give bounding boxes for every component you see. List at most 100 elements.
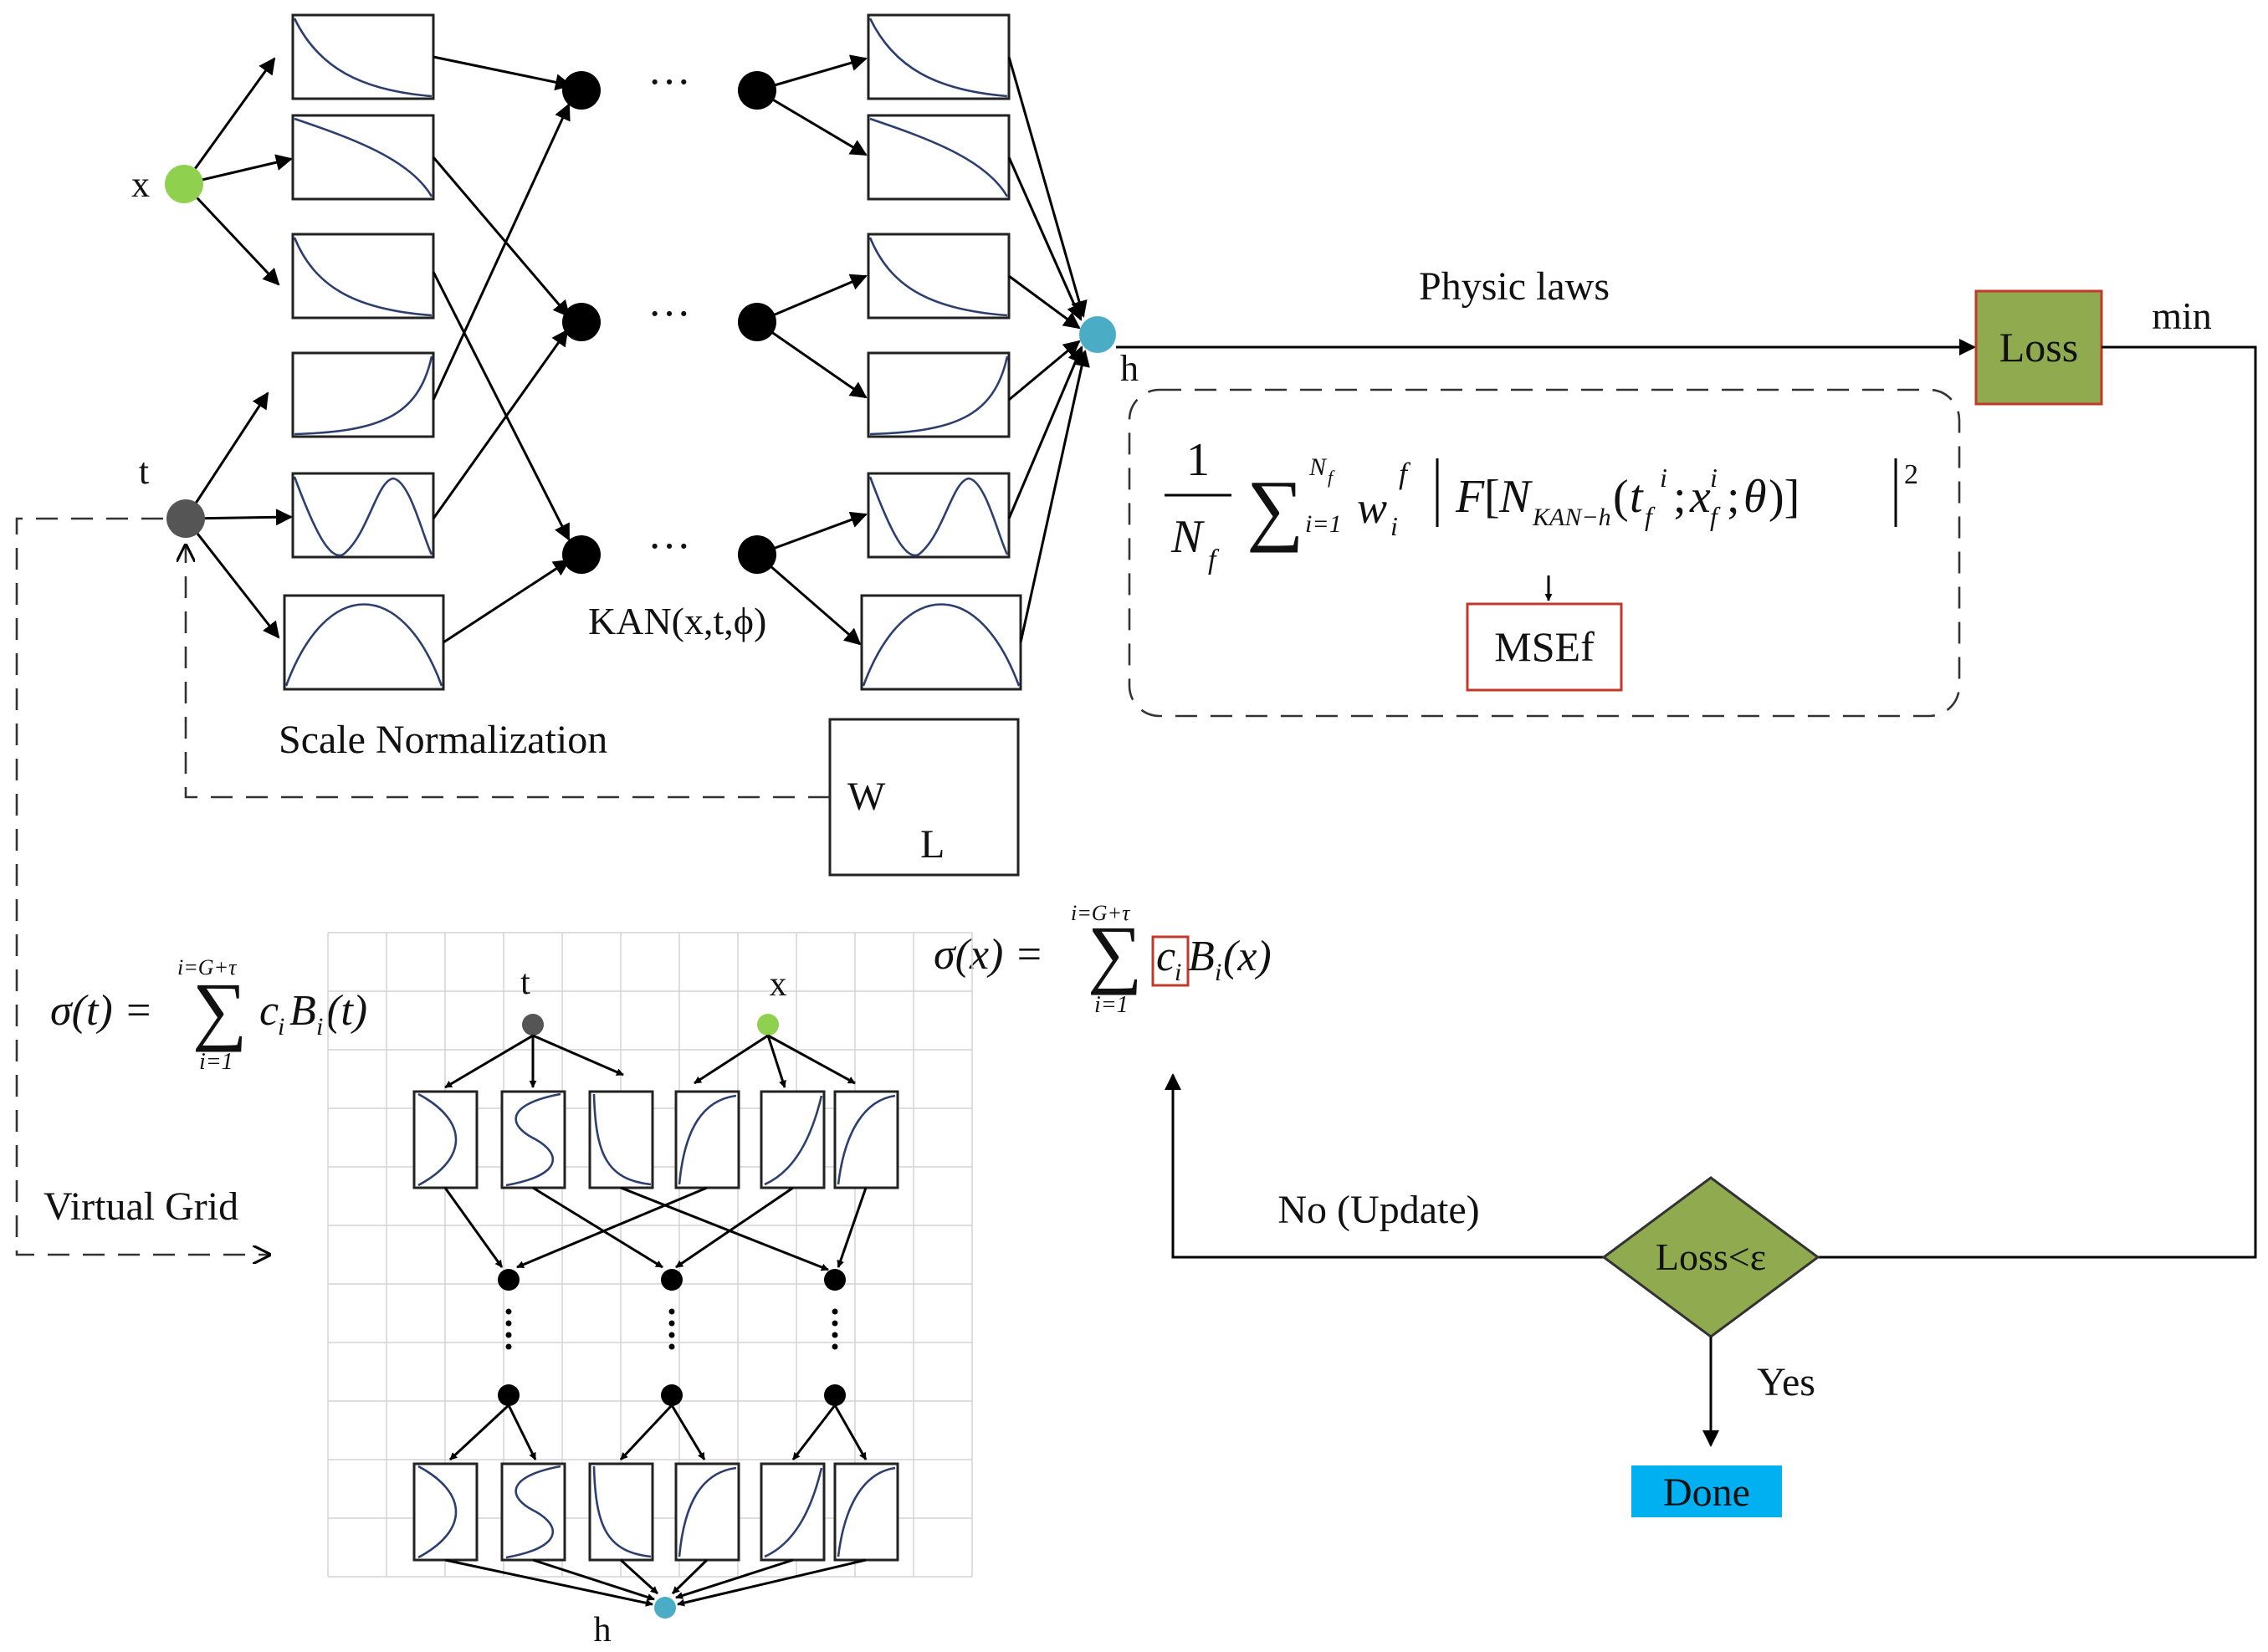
hidden-nodes	[562, 71, 776, 574]
svg-text:i=1: i=1	[1305, 510, 1342, 538]
right-edges	[756, 54, 868, 646]
svg-text:i=1: i=1	[199, 1049, 233, 1075]
scale-normalization-label: Scale Normalization	[279, 718, 607, 762]
svg-text:1: 1	[1186, 434, 1210, 486]
last-layer-activations	[860, 13, 1022, 691]
no-update-arrow	[1165, 1073, 1604, 1259]
svg-text:f: f	[1645, 501, 1656, 531]
svg-text:(x): (x)	[1223, 933, 1272, 980]
svg-text:i: i	[1175, 959, 1181, 986]
wl-top-label: W	[847, 775, 886, 819]
svg-text:i: i	[1710, 463, 1718, 493]
svg-text:i: i	[278, 1013, 284, 1041]
loss-formula: 1 N f ∑ N f i=1 w i f F [ N KAN−h ( t f …	[1165, 434, 1918, 575]
ellipsis-3: ···	[648, 523, 691, 570]
svg-text:σ(x) =: σ(x) =	[934, 931, 1043, 979]
mid-edges	[432, 55, 572, 644]
no-update-label: No (Update)	[1277, 1188, 1479, 1232]
hidden-node	[562, 71, 601, 110]
grid-h-node	[654, 1597, 676, 1619]
grid-node	[824, 1269, 846, 1291]
grid-h-label: h	[594, 1611, 612, 1649]
svg-text:θ: θ	[1743, 471, 1767, 523]
virtual-grid-label: Virtual Grid	[44, 1184, 238, 1229]
activation-box	[291, 233, 435, 320]
virtual-grid-dashed-line	[15, 517, 269, 1255]
activation-box	[867, 114, 1011, 201]
svg-text:w: w	[1357, 483, 1387, 533]
hidden-node	[562, 303, 601, 341]
activation-box	[291, 114, 435, 201]
svg-text:B: B	[289, 987, 316, 1035]
sigma-t-formula: σ(t) = ∑ i=G+τ i=1 c i B i (t)	[50, 955, 367, 1075]
svg-text:i: i	[316, 1013, 323, 1041]
grid-x-node	[757, 1014, 779, 1036]
done-box	[1631, 1465, 1782, 1517]
done-label: Done	[1663, 1470, 1750, 1515]
grid-node	[661, 1384, 683, 1406]
svg-text:KAN−h: KAN−h	[1532, 504, 1611, 531]
decision-label: Loss<ε	[1656, 1235, 1766, 1278]
wl-bottom-label: L	[920, 822, 945, 867]
ellipsis-2: ···	[648, 290, 691, 338]
loss-formula-box	[1128, 388, 1961, 718]
svg-text:)]: )]	[1769, 471, 1800, 523]
activation-box	[283, 594, 445, 691]
t-input-node	[166, 499, 205, 538]
svg-text:f: f	[1710, 501, 1721, 531]
mse-label: MSEf	[1494, 623, 1595, 670]
svg-text:∑: ∑	[1088, 910, 1143, 995]
svg-text:(t): (t)	[326, 987, 367, 1035]
activation-box	[291, 351, 435, 438]
svg-text:N: N	[1308, 453, 1328, 481]
svg-text:i: i	[1660, 463, 1667, 493]
activation-box	[291, 13, 435, 100]
svg-text:c: c	[259, 987, 279, 1035]
grid-t-label: t	[520, 964, 530, 1002]
grid-node	[824, 1384, 846, 1406]
x-input-node	[165, 165, 203, 203]
control-flow: No (Update) Loss<ε Yes Done	[1165, 345, 2257, 1517]
svg-text:σ(t) =: σ(t) =	[50, 987, 153, 1035]
activation-box	[867, 233, 1011, 320]
wl-box	[828, 718, 1020, 877]
grid-node	[661, 1269, 683, 1291]
grid-node	[498, 1384, 520, 1406]
grid-node	[498, 1269, 520, 1291]
svg-text:N: N	[1498, 471, 1533, 523]
mse-box	[1466, 602, 1623, 692]
loss-to-decision-line	[1818, 345, 2257, 1259]
svg-text:c: c	[1156, 933, 1175, 980]
kan-network: ··· ··· ···	[131, 13, 1139, 762]
kan-label: KAN(x,t,ϕ)	[588, 600, 766, 642]
svg-text:i: i	[1215, 959, 1221, 986]
loss-label: Loss	[1999, 324, 2078, 371]
x-label: x	[131, 164, 150, 205]
svg-text:[: [	[1484, 471, 1500, 523]
activation-box	[867, 351, 1011, 438]
h-label: h	[1120, 348, 1139, 389]
ellipsis-1: ···	[648, 59, 691, 106]
virtual-grid-diagram: t x	[327, 932, 973, 1649]
svg-text:;: ;	[1727, 471, 1740, 523]
svg-text:i=1: i=1	[1094, 992, 1129, 1018]
svg-text:∑: ∑	[192, 967, 248, 1052]
output-edges	[1007, 56, 1090, 643]
svg-text:f: f	[1399, 457, 1411, 490]
h-output-node	[1079, 316, 1116, 353]
activation-box	[291, 472, 435, 559]
svg-text:x: x	[1689, 471, 1711, 523]
svg-text:N: N	[1170, 511, 1205, 563]
ci-highlight	[1151, 935, 1190, 987]
sigma-x-formula: σ(x) = ∑ i=G+τ i=1 c i B i (x)	[934, 901, 1272, 1018]
feedback-dashed-line	[186, 545, 830, 799]
grid-x-label: x	[770, 965, 787, 1004]
svg-text:i: i	[1390, 511, 1398, 541]
svg-text:t: t	[1630, 471, 1644, 523]
svg-text:B: B	[1188, 933, 1215, 980]
t-label: t	[139, 451, 149, 492]
svg-text:f: f	[1328, 467, 1335, 488]
svg-text:;: ;	[1673, 471, 1687, 523]
min-label: min	[2152, 294, 2212, 337]
